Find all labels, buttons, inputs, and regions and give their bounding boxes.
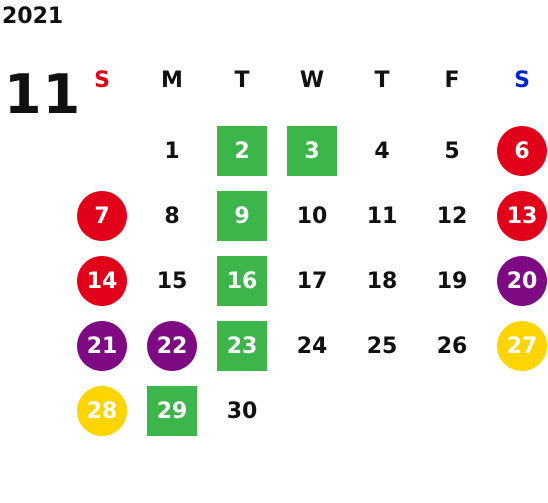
day-cell[interactable]: 12 — [436, 203, 468, 229]
day-cell[interactable]: 5 — [444, 138, 460, 164]
month-number: 11 — [4, 63, 82, 126]
day-cell[interactable]: 3 — [287, 126, 337, 176]
weekday-header: T — [234, 67, 250, 93]
weekday-header: W — [299, 67, 325, 93]
weekday-header: S — [514, 67, 530, 93]
day-cell[interactable]: 14 — [77, 256, 127, 306]
day-cell[interactable]: 4 — [374, 138, 390, 164]
day-cell[interactable]: 22 — [147, 321, 197, 371]
weekday-header: S — [94, 67, 110, 93]
day-cell[interactable]: 2 — [217, 126, 267, 176]
day-cell[interactable]: 25 — [366, 333, 398, 359]
day-cell[interactable]: 19 — [436, 268, 468, 294]
weekday-header: F — [444, 67, 460, 93]
day-cell[interactable]: 30 — [226, 398, 258, 424]
day-cell[interactable]: 27 — [497, 321, 547, 371]
year-label: 2021 — [2, 4, 64, 29]
day-cell[interactable]: 26 — [436, 333, 468, 359]
weekday-header: T — [374, 67, 390, 93]
day-cell[interactable]: 10 — [296, 203, 328, 229]
day-cell[interactable]: 9 — [217, 191, 267, 241]
day-cell[interactable]: 28 — [77, 386, 127, 436]
day-cell[interactable]: 11 — [366, 203, 398, 229]
day-cell[interactable]: 6 — [497, 126, 547, 176]
day-cell[interactable]: 1 — [164, 138, 180, 164]
day-cell[interactable]: 13 — [497, 191, 547, 241]
day-cell[interactable]: 15 — [156, 268, 188, 294]
day-cell[interactable]: 24 — [296, 333, 328, 359]
day-cell[interactable]: 8 — [164, 203, 180, 229]
day-cell[interactable]: 18 — [366, 268, 398, 294]
day-cell[interactable]: 29 — [147, 386, 197, 436]
day-cell[interactable]: 21 — [77, 321, 127, 371]
weekday-header: M — [161, 67, 183, 93]
day-cell[interactable]: 7 — [77, 191, 127, 241]
day-cell[interactable]: 16 — [217, 256, 267, 306]
day-cell[interactable]: 17 — [296, 268, 328, 294]
day-cell[interactable]: 20 — [497, 256, 547, 306]
day-cell[interactable]: 23 — [217, 321, 267, 371]
